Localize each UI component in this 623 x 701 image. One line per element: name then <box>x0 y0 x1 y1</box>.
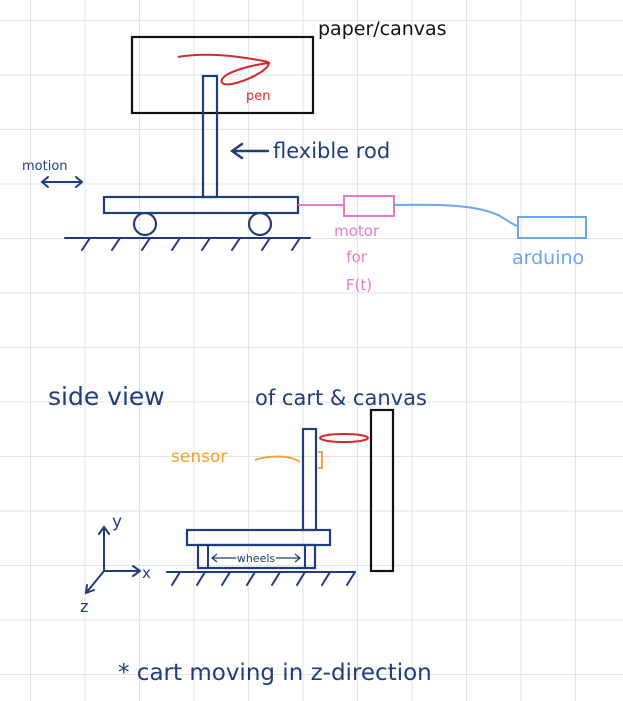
motion-label: motion <box>22 159 68 174</box>
side-view-subtitle: of cart & canvas <box>255 386 427 410</box>
wheel-right <box>247 211 273 237</box>
wheels-label: wheels <box>237 552 276 565</box>
motor-box <box>343 195 395 217</box>
flexible-rod <box>201 74 219 199</box>
cart-body <box>102 195 300 215</box>
axis-arrows <box>84 525 142 595</box>
sensor-leader <box>254 455 301 463</box>
axis-x-label: x <box>142 564 151 582</box>
arduino-label: arduino <box>512 247 584 269</box>
canvas-side <box>369 408 395 573</box>
wheels-arrow <box>210 553 302 563</box>
pen-side <box>319 433 369 443</box>
motor-label-line: for <box>346 248 367 266</box>
canvas-label: paper/canvas <box>318 18 447 40</box>
arduino-cable <box>393 203 519 227</box>
rod-label: flexible rod <box>273 139 390 163</box>
rod-arrow <box>229 142 270 160</box>
cart-body-side <box>185 528 332 547</box>
side-view-title: side view <box>48 382 165 411</box>
footnote: * cart moving in z-direction <box>118 660 432 686</box>
motion-arrow <box>40 176 84 188</box>
rod-side <box>301 427 318 532</box>
axis-y-label: y <box>112 512 122 532</box>
wheel-left <box>132 211 158 237</box>
wheels-side <box>196 543 317 570</box>
motor-label-line: motor <box>334 222 380 240</box>
motor-label-line: F(t) <box>346 276 372 294</box>
arduino-box <box>517 216 587 239</box>
axis-z-label: z <box>80 597 88 616</box>
ground-top <box>64 237 311 251</box>
pen-stroke <box>177 53 271 86</box>
sensor-bracket <box>318 451 323 469</box>
motor-label: motor for F(t) <box>334 222 384 294</box>
canvas-frame <box>130 35 315 115</box>
pen-label: pen <box>246 89 271 104</box>
sensor-label: sensor <box>171 447 227 467</box>
ground-side <box>166 571 356 586</box>
